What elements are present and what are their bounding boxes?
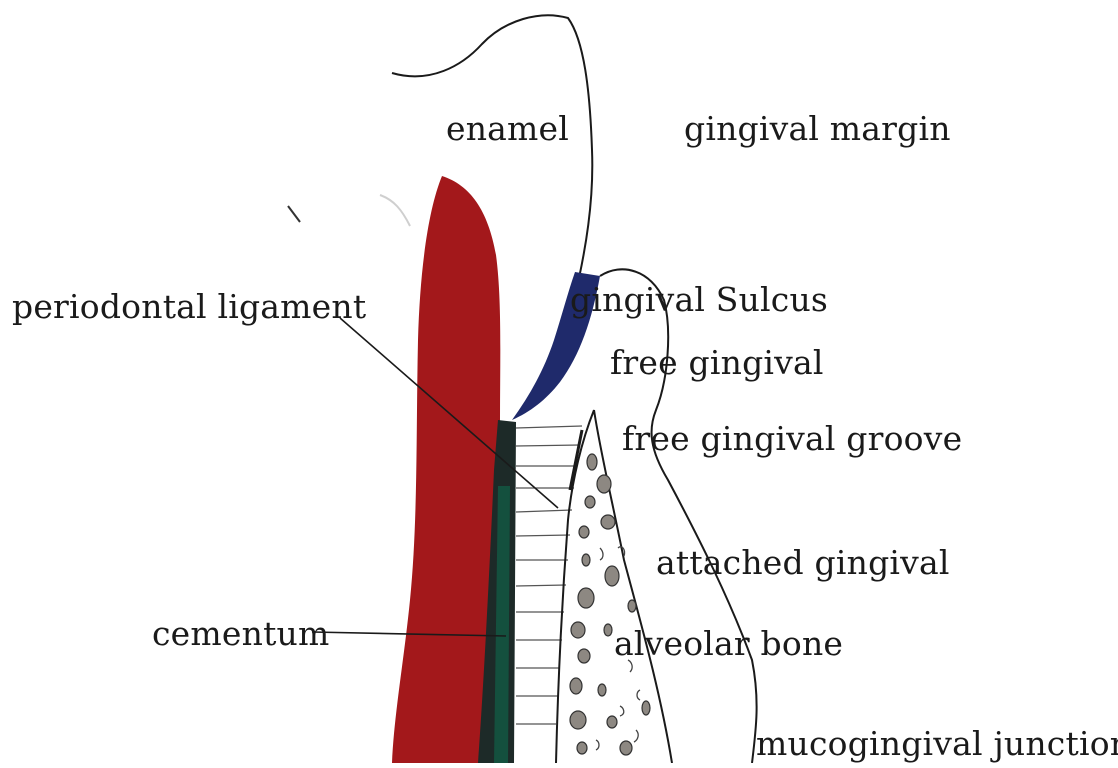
bone-trabeculae xyxy=(570,454,650,755)
label-gingival-margin: gingival margin xyxy=(684,112,951,145)
label-free-gingival-groove: free gingival groove xyxy=(622,422,962,455)
label-cementum: cementum xyxy=(152,617,330,650)
alveolar-bone-outline xyxy=(556,410,672,763)
stray-mark xyxy=(288,206,300,222)
label-free-gingival: free gingival xyxy=(610,346,824,379)
label-periodontal-ligament: periodontal ligament xyxy=(12,290,366,323)
label-attached-gingival: attached gingival xyxy=(656,546,950,579)
enamel-faint-edge xyxy=(380,195,410,226)
bone-crest-mark xyxy=(570,430,582,490)
label-mucogingival-junction: mucogingival junction xyxy=(756,727,1118,760)
label-enamel: enamel xyxy=(446,112,569,145)
label-gingival-sulcus: gingival Sulcus xyxy=(570,283,828,316)
label-alveolar-bone: alveolar bone xyxy=(614,627,843,660)
